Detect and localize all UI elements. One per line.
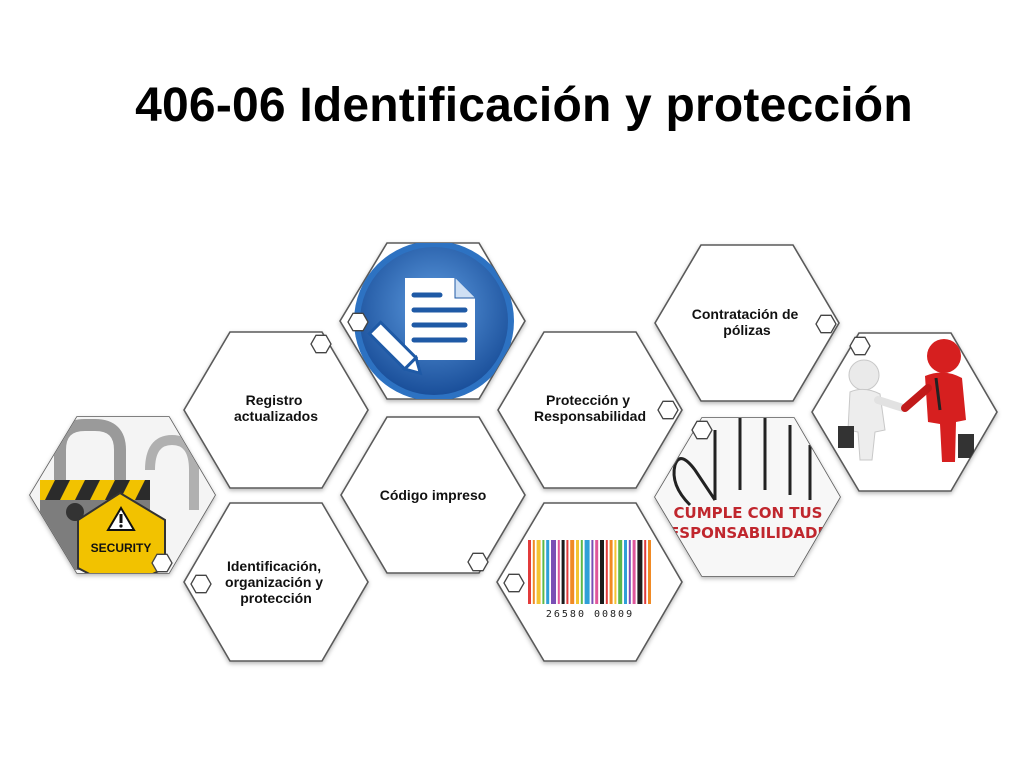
barcode-bar (561, 540, 565, 604)
security-badge-text: SECURITY (91, 541, 152, 555)
barcode-bar (536, 540, 541, 604)
svg-text:Identificación, organiza: Identificación, organización y protecció… (225, 558, 327, 606)
barcode-bar (614, 540, 617, 604)
connector-hexagon-10 (849, 336, 871, 356)
identificacion-label-line-2: organización y (225, 574, 323, 590)
connector-hexagon-8 (691, 420, 713, 440)
barcode-bar (628, 540, 631, 604)
proteccion-label-line-2: Responsabilidad (534, 408, 646, 424)
svg-text:Protección y Responsabil: Protección y Responsabilidad (534, 392, 646, 424)
barcode-bar (600, 540, 604, 604)
connector-hexagon-2 (347, 312, 369, 332)
identificacion-label-line-3: protección (240, 590, 312, 606)
connector-hexagon-9 (815, 314, 837, 334)
note-line-1: CUMPLE CON TUS (674, 504, 823, 522)
barcode-bar (637, 540, 643, 604)
hand-note-icon: CUMPLE CON TUS RESPONSABILIDADES (654, 417, 841, 577)
handshake-icon (811, 332, 998, 492)
barcode-bar (576, 540, 579, 604)
barcode-bar (595, 540, 599, 604)
padlock-security-icon: SECURITY (29, 416, 216, 574)
codigo-label: Código impreso (380, 487, 487, 503)
connector-hexagon-1 (310, 334, 332, 354)
document-pencil-icon (339, 242, 526, 400)
connector-hexagon-3 (151, 553, 173, 573)
barcode-bar (644, 540, 647, 604)
barcode-icon: 26580 00809 (496, 502, 683, 662)
barcode-bar (570, 540, 575, 604)
barcode-bar (624, 540, 627, 604)
barcode-bar (605, 540, 608, 604)
registro-label-line-2: actualizados (234, 408, 318, 424)
barcode-bar (532, 540, 535, 604)
hexagon-proteccion: Protección y Responsabilidad (497, 331, 683, 489)
identificacion-label-line-1: Identificación, (227, 558, 321, 574)
svg-text:Código impreso: Código impreso (380, 487, 487, 503)
contratacion-label-line-1: Contratación de (692, 306, 799, 322)
hexagon-identificacion: Identificación, organización y protecció… (183, 502, 369, 662)
proteccion-label-line-1: Protección y (546, 392, 630, 408)
barcode-bar (566, 540, 569, 604)
barcode-bar (551, 540, 556, 604)
barcode-bar (632, 540, 636, 604)
hexagon-codigo: Código impreso (340, 416, 526, 574)
barcode-bar (557, 540, 560, 604)
connector-hexagon-4 (190, 574, 212, 594)
barcode-bar (591, 540, 594, 604)
barcode-bar (542, 540, 545, 604)
hexagon-registro: Registro actualizados (183, 331, 369, 489)
barcode-digits: 26580 00809 (546, 609, 634, 620)
barcode-bar (584, 540, 590, 604)
barcode-bar (648, 540, 651, 604)
connector-hexagon-6 (503, 573, 525, 593)
barcode-bar (528, 540, 531, 604)
svg-text:Registro actualizados: Registro actualizados (234, 392, 318, 424)
barcode-bar (546, 540, 550, 604)
note-line-2: RESPONSABILIDADES (657, 524, 838, 542)
barcode-bar (609, 540, 613, 604)
barcode-bar (618, 540, 623, 604)
svg-text:Contratación de pólizas: Contratación de pólizas (692, 306, 802, 338)
contratacion-label-line-2: pólizas (723, 322, 771, 338)
connector-hexagon-5 (467, 552, 489, 572)
hexagon-contratacion: Contratación de pólizas (654, 244, 840, 402)
connector-hexagon-7 (657, 400, 679, 420)
connector-hexagons (151, 312, 871, 594)
barcode-bar (580, 540, 583, 604)
page-title: 406-06 Identificación y protección (135, 79, 913, 132)
registro-label-line-1: Registro (246, 392, 303, 408)
